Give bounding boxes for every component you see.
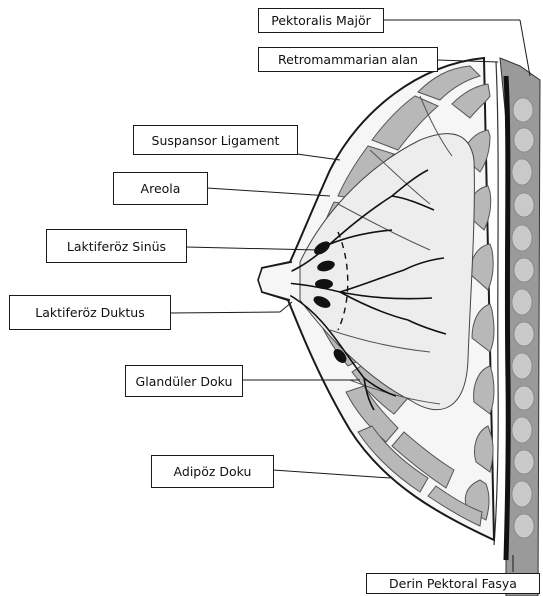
label-suspansor-ligament: Suspansor Ligament	[133, 125, 298, 155]
label-adipoz-doku: Adipöz Doku	[151, 455, 274, 488]
label-laktiferoz-sinus: Laktiferöz Sinüs	[46, 229, 187, 263]
label-derin-pektoral-fasya: Derin Pektoral Fasya	[366, 573, 540, 594]
nipple	[258, 262, 292, 300]
label-areola: Areola	[113, 172, 208, 205]
deep-pectoral-fascia-line	[506, 76, 508, 560]
label-pektoralis-major: Pektoralis Majör	[258, 8, 384, 33]
label-retromammarian-alan: Retromammarian alan	[258, 47, 438, 72]
retromammary-space-line	[494, 62, 498, 545]
label-laktiferoz-duktus: Laktiferöz Duktus	[9, 295, 171, 330]
label-glanduler-doku: Glandüler Doku	[125, 365, 243, 397]
